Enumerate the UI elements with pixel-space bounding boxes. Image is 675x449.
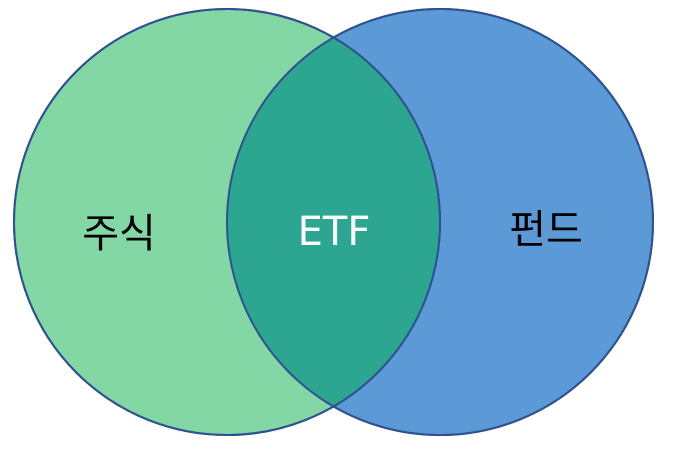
intersection-label: ETF — [298, 209, 371, 255]
right-set-outline — [226, 8, 654, 436]
intersection-region — [227, 9, 440, 435]
right-set-label: 펀드 — [509, 207, 583, 253]
left-set-outline — [13, 8, 441, 436]
left-set-label: 주식 — [82, 211, 156, 257]
